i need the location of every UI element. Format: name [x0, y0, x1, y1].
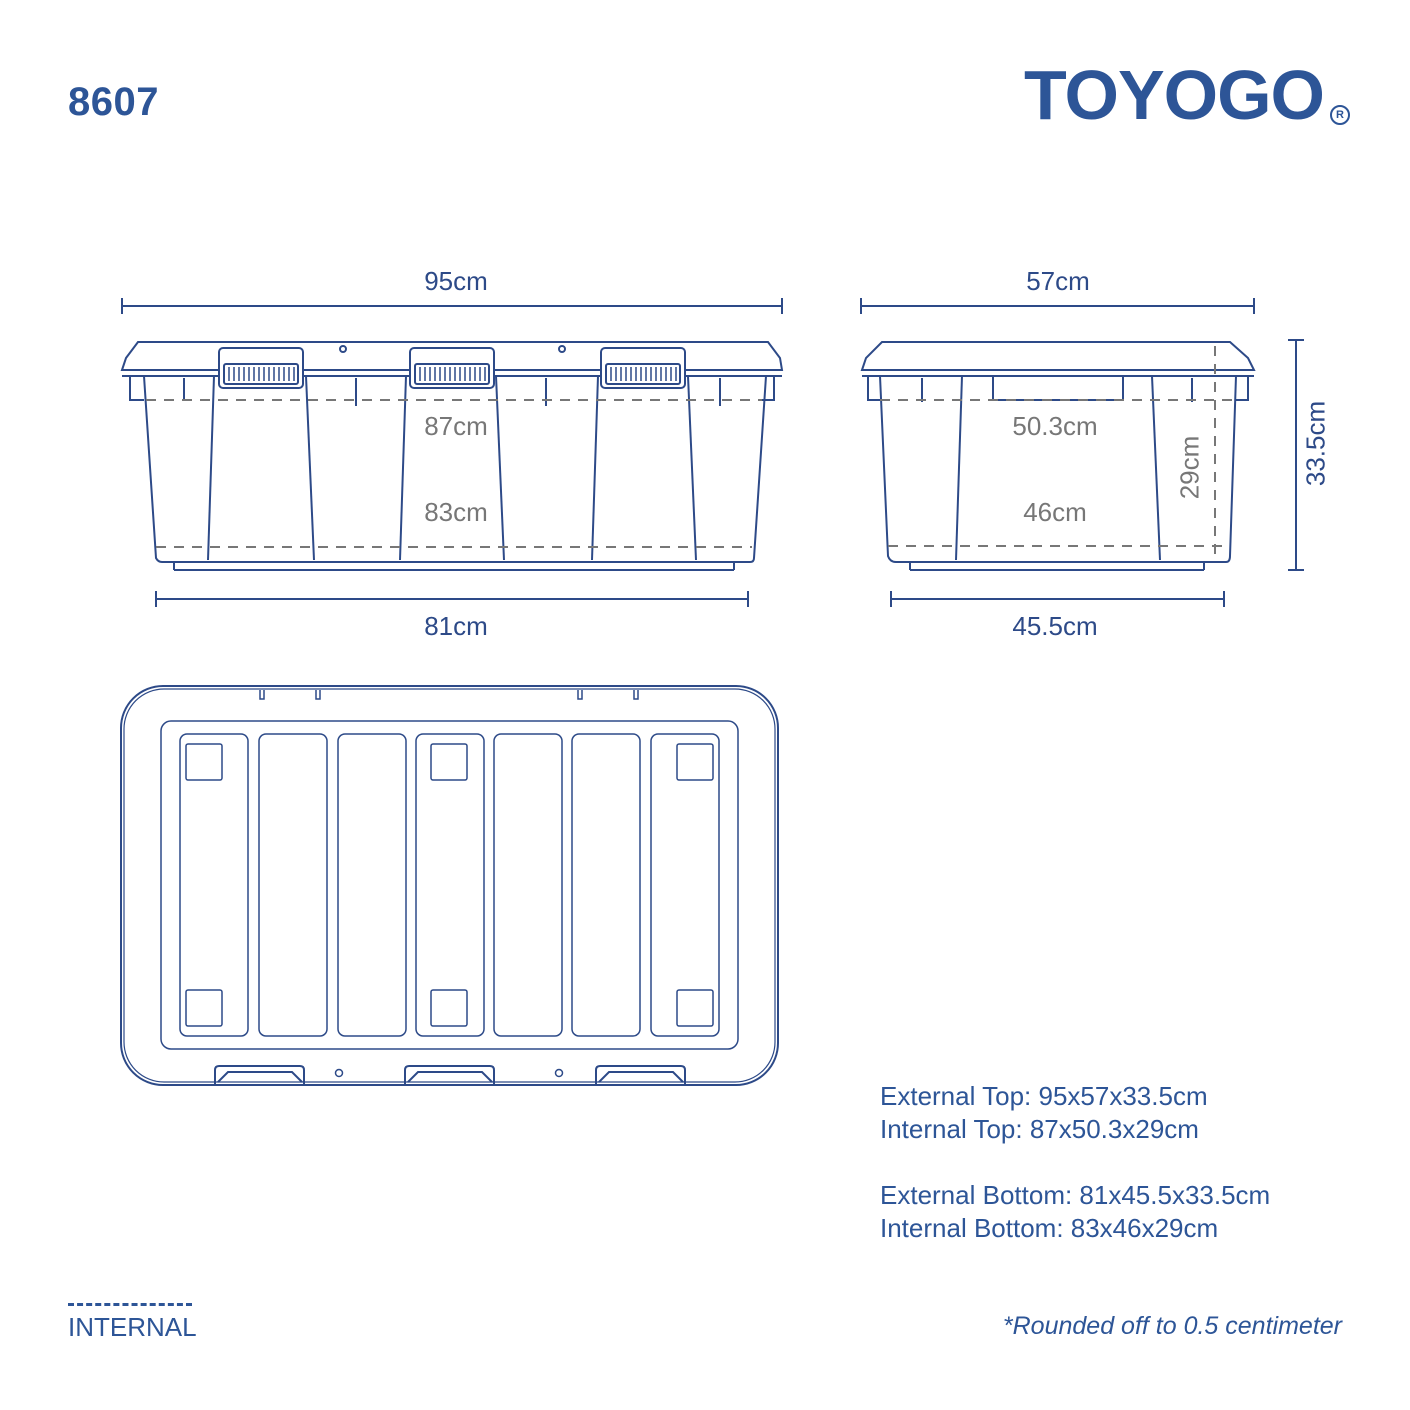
model-number: 8607 — [68, 80, 159, 124]
side-external-bottom-depth: 45.5cm — [1012, 611, 1098, 641]
front-internal-dashed-lines — [146, 399, 762, 548]
legend-internal-label: INTERNAL — [68, 1312, 197, 1342]
front-external-top-width: 95cm — [424, 266, 488, 296]
spec-internal-bottom: Internal Bottom: 83x46x29cm — [880, 1213, 1219, 1243]
side-internal-top-depth: 50.3cm — [1012, 411, 1098, 441]
top-view-box — [120, 685, 779, 1086]
legend-dashed-line-icon — [68, 1303, 192, 1306]
front-top-dimension-line — [121, 298, 783, 314]
side-internal-dashed-lines — [880, 346, 1236, 560]
top-view-latches — [214, 1065, 686, 1084]
front-view-box — [120, 341, 784, 571]
spec-external-top: External Top: 95x57x33.5cm — [880, 1081, 1208, 1111]
side-internal-height: 29cm — [1174, 435, 1205, 500]
front-bottom-dimension-line — [155, 591, 749, 607]
front-internal-top-width: 87cm — [424, 411, 488, 441]
side-external-top-depth: 57cm — [1026, 266, 1090, 296]
brand-logo: TOYOGO — [1024, 56, 1325, 134]
dimension-specs: External Top: 95x57x33.5cm Internal Top:… — [880, 1080, 1270, 1245]
registered-trademark-icon: R — [1330, 105, 1350, 125]
spec-internal-top: Internal Top: 87x50.3x29cm — [880, 1114, 1199, 1144]
side-height-dimension-line — [1288, 339, 1304, 571]
latch-grips — [228, 367, 677, 381]
side-view-box — [860, 341, 1256, 571]
spec-external-bottom: External Bottom: 81x45.5x33.5cm — [880, 1180, 1271, 1210]
front-internal-bottom-width: 83cm — [424, 497, 488, 527]
side-external-height: 33.5cm — [1300, 400, 1331, 487]
top-view-compartments — [179, 733, 720, 1037]
side-top-dimension-line — [860, 298, 1255, 314]
side-bottom-dimension-line — [890, 591, 1225, 607]
front-external-bottom-width: 81cm — [424, 611, 488, 641]
side-internal-bottom-depth: 46cm — [1023, 497, 1087, 527]
rounding-footnote: *Rounded off to 0.5 centimeter — [1002, 1312, 1342, 1340]
